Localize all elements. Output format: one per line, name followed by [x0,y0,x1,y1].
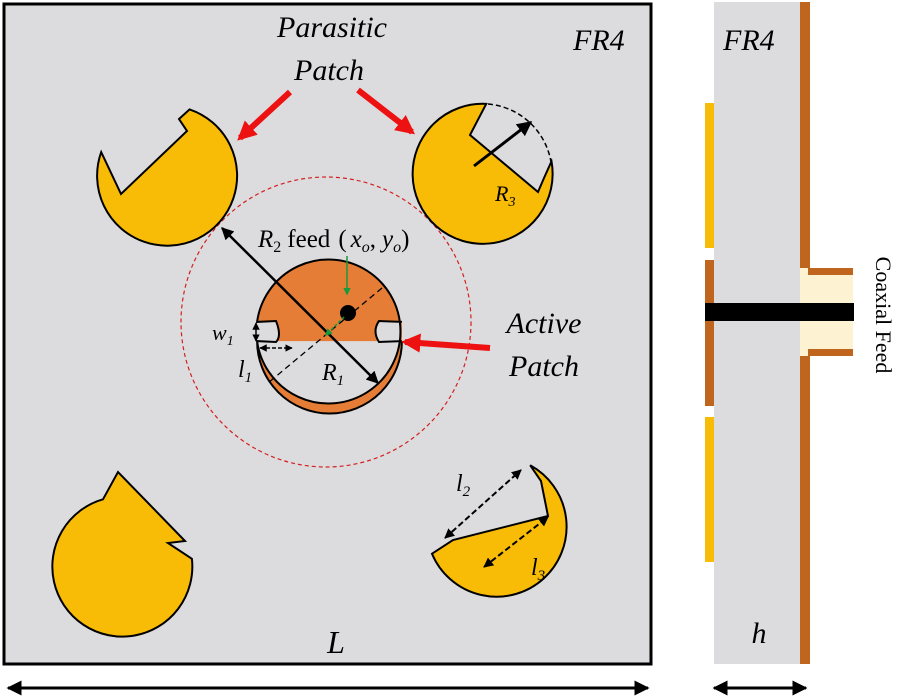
r3-dashed-arc [487,103,552,163]
l2-label: l2 [456,471,471,500]
fr4-front-label: FR4 [572,24,625,57]
length-label: L [326,624,345,660]
parasitic-pointer-left [237,89,293,141]
parasitic-patch-top-left [96,108,239,247]
r1-label: R1 [321,360,344,389]
fr4-side-label: FR4 [722,24,775,57]
active-pointer [401,333,491,353]
thickness-label: h [752,617,767,650]
radius-r2-circle [180,176,472,468]
parasitic-label-line2: Patch [293,54,364,87]
active-label-line2: Patch [508,350,579,383]
coax-probe [705,303,854,321]
l3-label: l3 [531,555,545,584]
r2-r1-arrow [221,227,379,384]
coaxial-feed-label: Coaxial Feed [871,257,896,374]
l2-arrow [444,469,522,539]
parasitic-patch-top-right [411,102,554,245]
r3-label: R3 [494,181,515,210]
coax-shield-top [808,268,853,275]
side-active [705,260,714,406]
feed-arrow-diagonal [324,316,345,337]
side-parasitic-top [705,103,714,248]
side-parasitic-bottom [705,417,714,562]
parasitic-pointer-right [356,87,416,135]
parasitic-label-line1: Parasitic [276,11,387,44]
l1-label: l1 [238,357,252,386]
active-label-line1: Active [505,307,582,340]
parasitic-patch-bottom-left [51,470,194,638]
fr4-substrate-side [714,2,800,664]
l3-arrow [483,516,549,568]
r3-arrow [473,120,533,168]
coax-shield-bottom [808,349,853,356]
w1-label: w1 [212,320,234,349]
